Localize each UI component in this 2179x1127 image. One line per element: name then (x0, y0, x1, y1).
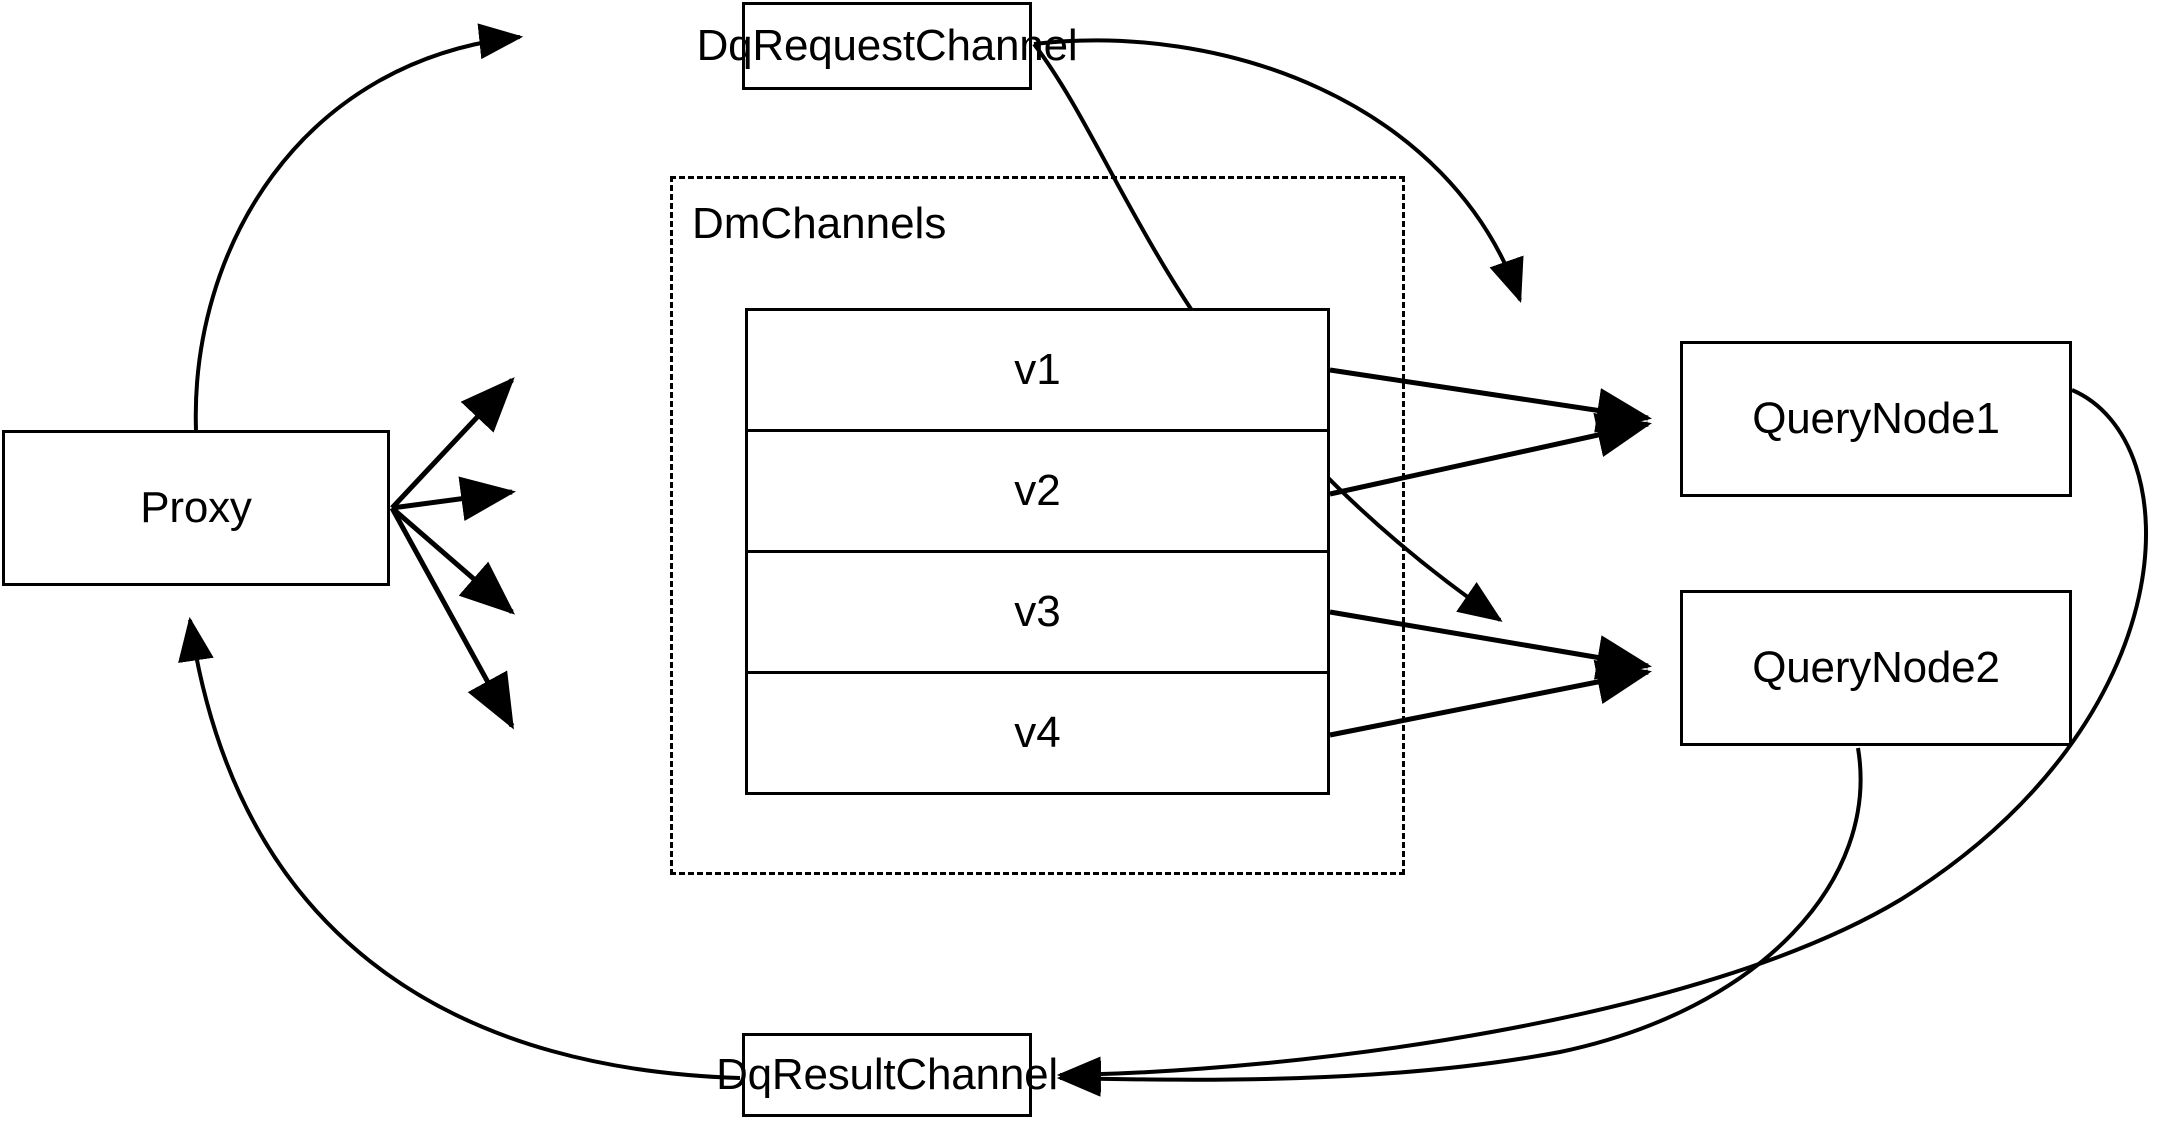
node-query-node-1[interactable]: QueryNode1 (1680, 341, 2072, 497)
edge-proxy-to-v4 (389, 506, 515, 730)
vchannel-label-v3: v3 (1014, 587, 1061, 636)
edge-dq-request-channel-to-query-node-2 (1032, 42, 1503, 622)
vchannel-row-v4[interactable]: v4 (748, 674, 1327, 792)
node-label-proxy: Proxy (140, 483, 252, 532)
node-label-query-node-2: QueryNode2 (1752, 643, 2000, 692)
node-dq-result-channel[interactable]: DqResultChannel (716, 1033, 1058, 1117)
vchannel-label-v4: v4 (1014, 708, 1061, 757)
vchannel-label-v2: v2 (1014, 466, 1061, 515)
node-label-dq-result-channel: DqResultChannel (716, 1050, 1058, 1099)
edge-dq-result-channel-to-proxy (178, 616, 741, 1080)
node-label-query-node-1: QueryNode1 (1752, 394, 2000, 443)
dmchannels-group (670, 176, 1405, 875)
node-query-node-2[interactable]: QueryNode2 (1680, 590, 2072, 746)
edge-v1-to-query-node-1 (1329, 367, 1652, 433)
vchannel-row-v2[interactable]: v2 (748, 432, 1327, 553)
node-dq-request-channel[interactable]: DqRequestChannel (697, 2, 1078, 90)
node-proxy[interactable]: Proxy (2, 430, 390, 586)
edge-dq-request-channel-to-query-node-1 (1033, 38, 1524, 304)
edge-query-node-2-to-dq-result-channel (1056, 747, 1863, 1097)
edge-proxy-to-v1 (390, 377, 515, 510)
vchannel-stack: v1 v2 v3 v4 (745, 308, 1330, 795)
node-label-dq-request-channel: DqRequestChannel (696, 21, 1078, 70)
edge-proxy-to-v2 (391, 476, 516, 522)
edge-proxy-to-dq-request-channel (193, 23, 524, 431)
dmchannels-group-label: DmChannels (692, 199, 947, 248)
vchannel-row-v1[interactable]: v1 (748, 311, 1327, 432)
edge-proxy-to-v3 (390, 506, 516, 615)
edge-v4-to-query-node-2 (1329, 659, 1652, 738)
edge-v2-to-query-node-1 (1329, 412, 1652, 497)
vchannel-label-v1: v1 (1014, 345, 1061, 394)
edge-query-node-1-to-dq-result-channel (1056, 388, 2149, 1093)
vchannel-row-v3[interactable]: v3 (748, 553, 1327, 674)
edge-v3-to-query-node-2 (1329, 609, 1652, 680)
